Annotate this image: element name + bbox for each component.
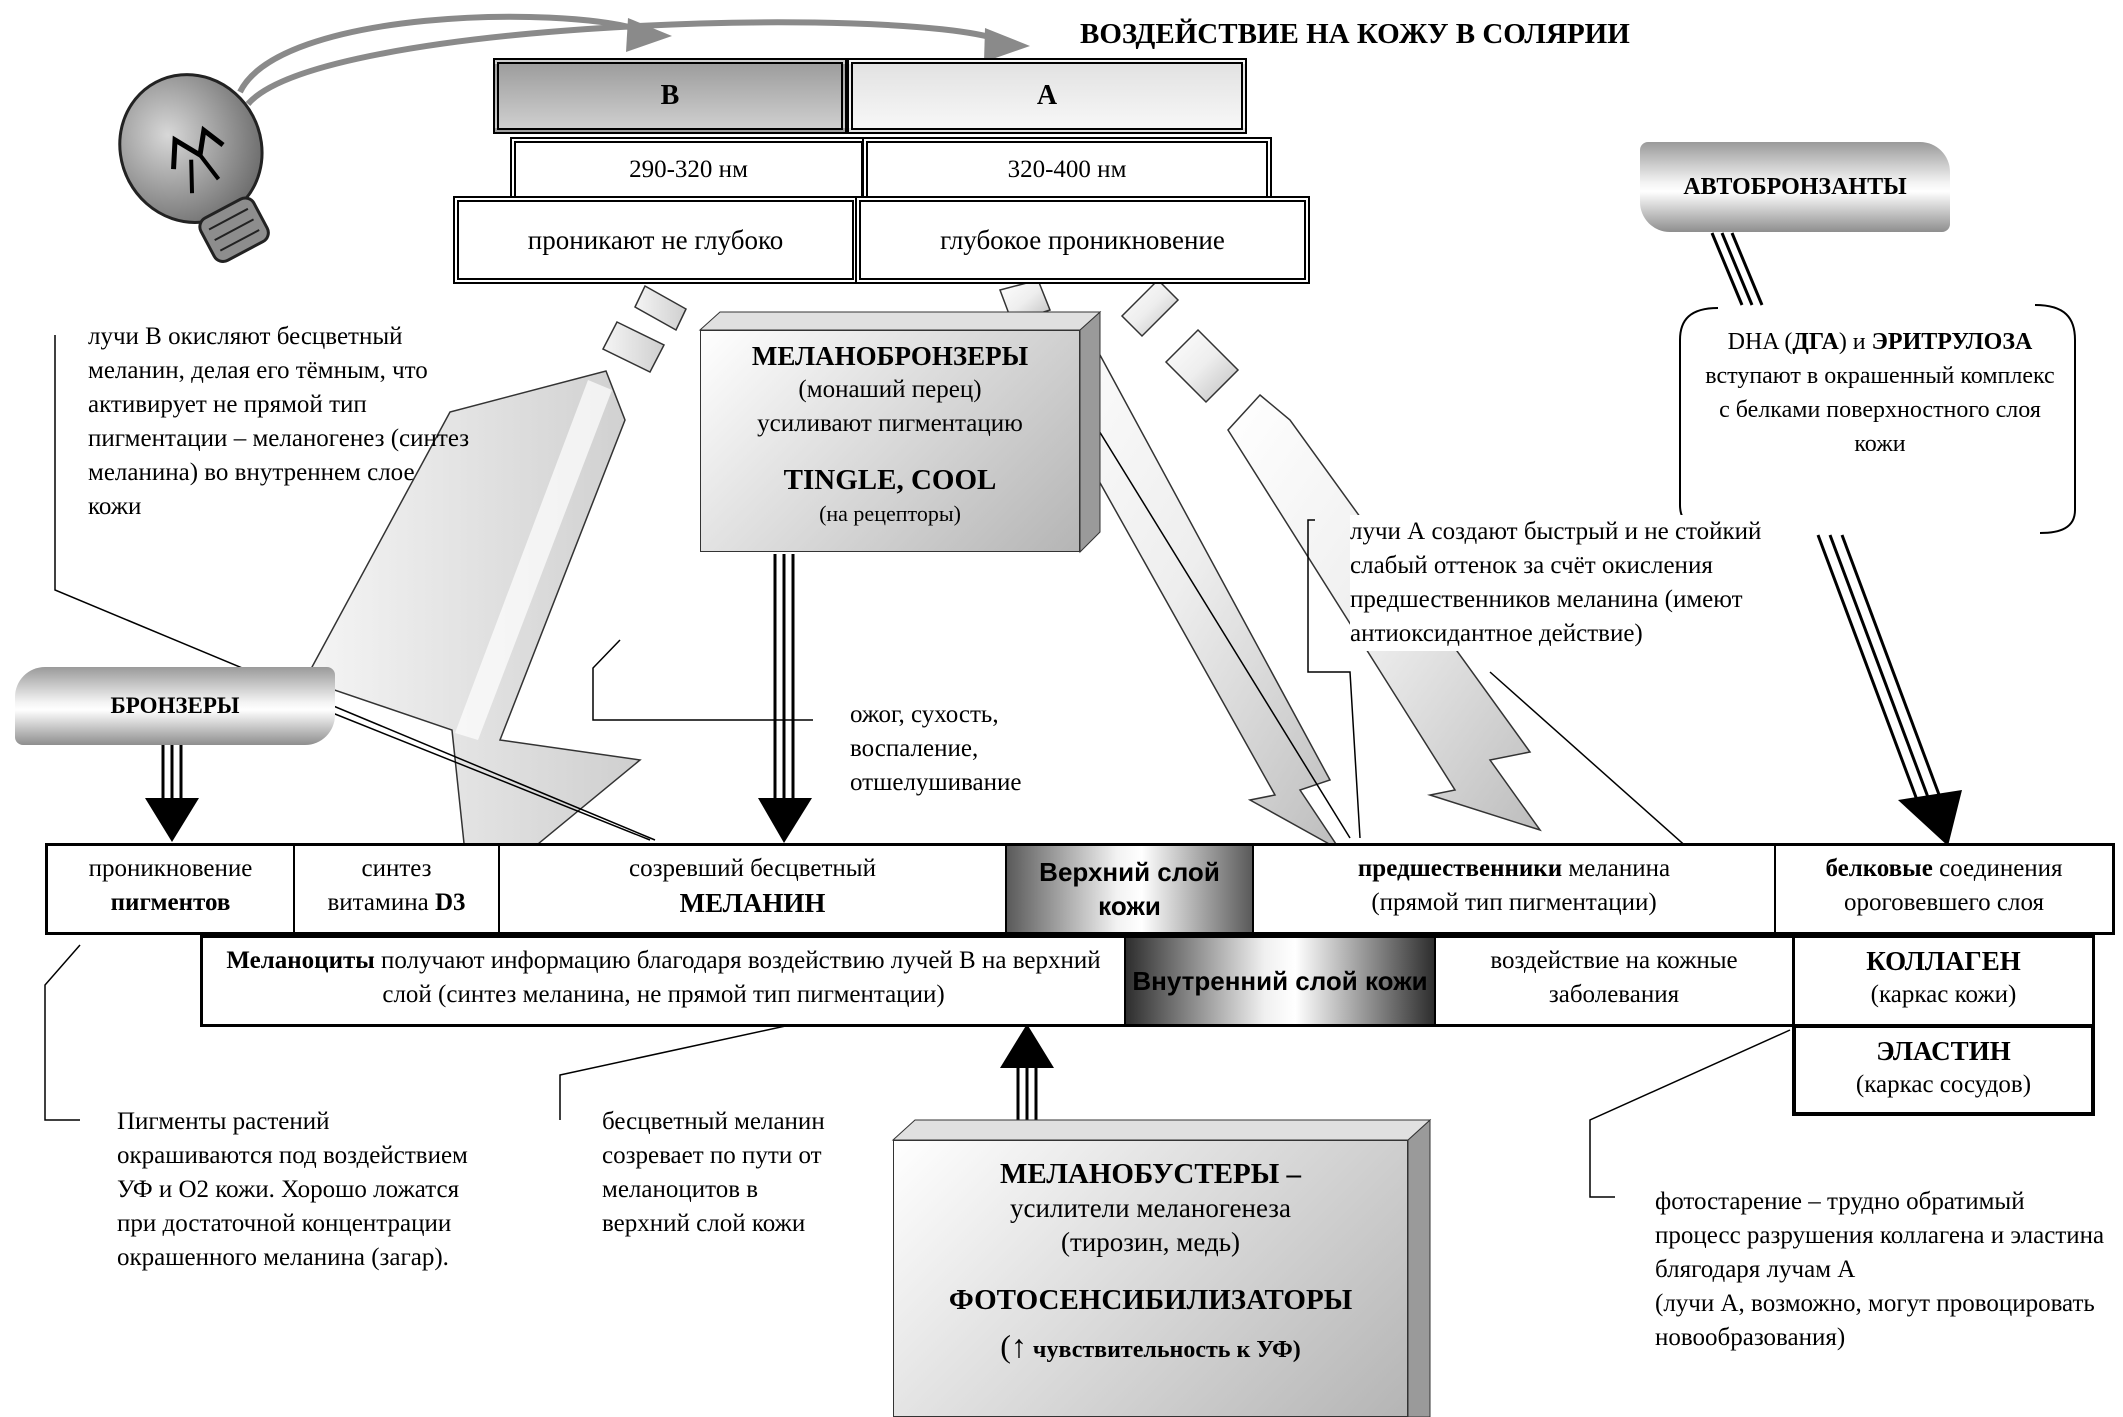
collagen-title: КОЛЛАГЕН <box>1866 946 2021 976</box>
autobronzant-link <box>1710 232 1764 306</box>
ray-a-note: лучи А создают быстрый и не стойкий слаб… <box>1350 515 1780 651</box>
melanoboosters-title: МЕЛАНОБУСТЕРЫ – <box>999 1158 1301 1190</box>
burn-note: ожог, сухость, воспаление, отшелушивание <box>850 701 1022 796</box>
lamp-to-rays-arrows <box>237 13 1001 106</box>
cell-skin-diseases: воздействие на кожные заболевания <box>1436 938 1792 1024</box>
photoaging-note: фотостарение – трудно обратимый процесс … <box>1655 1188 2105 1351</box>
autobronzants-description: DHA (ДГА) и ЭРИТРУЛОЗА вступают в окраше… <box>1705 325 2055 461</box>
cell-mature-melanin-a: созревший бесцветный <box>629 855 876 882</box>
autobronzant-arrow <box>1816 534 1962 846</box>
melanoboosters-top <box>891 1119 1432 1141</box>
arrow-up-icon: ↑ <box>1010 1328 1027 1364</box>
melanin-maturation-note: бесцветный меланин созревает по пути от … <box>602 1108 825 1237</box>
ray-a-penetration: глубокое проникновение <box>855 196 1310 284</box>
autobronzants-and: ) и <box>1838 329 1866 355</box>
collagen-box: КОЛЛАГЕН (каркас кожи) <box>1792 935 2095 1027</box>
melanoboosters-sub2: (тирозин, медь) <box>1060 1227 1241 1257</box>
lamp-icon <box>118 73 270 263</box>
arrow-head-b <box>626 18 672 52</box>
cell-upper-skin-layer: Верхний слой кожи <box>1007 846 1254 932</box>
melanobronzers-title: МЕЛАНОБРОНЗЕРЫ <box>751 341 1029 371</box>
melanoboosters-box: МЕЛАНОБУСТЕРЫ – усилители меланогенеза (… <box>893 1140 1408 1417</box>
cell-vitamin-d3-a: синтез <box>361 855 432 882</box>
melanoboosters-sub3: чувствительность к УФ) <box>1026 1337 1301 1363</box>
autobronzants-rest: вступают в окрашенный комплекс с белками… <box>1705 363 2055 457</box>
cell-proteins-bold: белковые <box>1825 855 1933 882</box>
melanobronzers-top <box>698 311 1102 331</box>
bronzers-arrow <box>145 745 199 842</box>
cell-proteins-b: ороговевшего слоя <box>1843 889 2044 916</box>
melanobronzers-sub1: (монаший перец) <box>798 376 982 403</box>
cell-proteins-a: соединения <box>1932 855 2063 882</box>
cell-melanocytes: Меланоциты получают информацию благодаря… <box>203 938 1126 1024</box>
cell-pigment-penetration-b: пигментов <box>110 889 231 916</box>
cell-pigment-penetration-a: проникновение <box>88 855 253 882</box>
autobronzants-dha: DHA ( <box>1727 329 1793 355</box>
cell-mature-melanin: созревший бесцветный МЕЛАНИН <box>500 846 1007 932</box>
melanobronzers-sub2: усиливают пигментацию <box>757 410 1023 437</box>
melanoboosters-paren: ( <box>1000 1328 1011 1364</box>
arrow-head-a <box>984 28 1030 62</box>
elastin-title: ЭЛАСТИН <box>1876 1036 2011 1066</box>
melanoboosters-title2: ФОТОСЕНСИБИЛИЗАТОРЫ <box>948 1284 1353 1316</box>
cell-vitamin-d3: синтез витамина D3 <box>295 846 500 932</box>
autobronzants-erythrulose: ЭРИТРУЛОЗА <box>1871 329 2033 355</box>
ray-b-note: лучи В окисляют бесцветный меланин, дела… <box>88 323 470 520</box>
page-title: ВОЗДЕЙСТВИЕ НА КОЖУ В СОЛЯРИИ <box>1080 18 1630 50</box>
cell-mature-melanin-b: МЕЛАНИН <box>679 888 826 918</box>
melanobronzers-title2: TINGLE, COOL <box>783 464 997 496</box>
ray-b-penetration: проникают не глубоко <box>453 196 858 284</box>
cell-proteins: белковые соединения ороговевшего слоя <box>1776 846 2112 932</box>
melanobronzers-side <box>1079 310 1101 554</box>
autobronzants-dha-bold: ДГА <box>1792 329 1839 355</box>
upper-skin-row: проникновение пигментов синтез витамина … <box>45 843 2115 935</box>
ray-b-range: 290-320 нм <box>510 137 867 202</box>
melanoboosters-side <box>1407 1118 1431 1417</box>
autobronzants-banner: АВТОБРОНЗАНТЫ <box>1640 142 1950 232</box>
melanoboosters-arrow <box>1000 1024 1054 1120</box>
bronzers-banner: БРОНЗЕРЫ <box>15 667 335 745</box>
melanobronzers-box: МЕЛАНОБРОНЗЕРЫ (монаший перец) усиливают… <box>700 330 1080 552</box>
cell-vitamin-d3-c: D3 <box>434 889 466 916</box>
pigments-note: Пигменты растений окрашиваются под возде… <box>117 1108 468 1271</box>
collagen-sub: (каркас кожи) <box>1870 981 2017 1008</box>
cell-upper-skin-layer-text: Верхний слой кожи <box>1039 857 1220 921</box>
cell-inner-skin-layer-text: Внутренний слой кожи <box>1132 966 1428 996</box>
elastin-box: ЭЛАСТИН (каркас сосудов) <box>1792 1024 2095 1116</box>
cell-precursors-b: (прямой тип пигментации) <box>1371 889 1657 916</box>
cell-precursors-a: меланина <box>1562 855 1671 882</box>
cell-vitamin-d3-b: витамина <box>327 889 435 916</box>
cell-inner-skin-layer: Внутренний слой кожи <box>1126 938 1436 1024</box>
melanobronzers-arrow <box>758 554 812 843</box>
cell-melanocytes-text: получают информацию благодаря воздействи… <box>374 947 1101 1008</box>
cell-skin-diseases-text: воздействие на кожные заболевания <box>1490 947 1738 1008</box>
lower-skin-row: Меланоциты получают информацию благодаря… <box>200 935 1795 1027</box>
melanobronzers-sub3: (на рецепторы) <box>819 501 961 526</box>
ray-b-header: B <box>493 58 847 134</box>
cell-melanocytes-bold: Меланоциты <box>226 947 375 974</box>
cell-pigment-penetration: проникновение пигментов <box>48 846 295 932</box>
elastin-sub: (каркас сосудов) <box>1855 1071 2032 1098</box>
ray-a-range: 320-400 нм <box>862 137 1272 202</box>
ray-b-arrow-highlight <box>455 380 612 740</box>
melanoboosters-sub1: усилители меланогенеза <box>1010 1193 1291 1223</box>
ray-a-header: A <box>847 58 1247 134</box>
cell-precursors: предшественники меланина (прямой тип пиг… <box>1254 846 1776 932</box>
cell-precursors-bold: предшественники <box>1357 855 1563 882</box>
